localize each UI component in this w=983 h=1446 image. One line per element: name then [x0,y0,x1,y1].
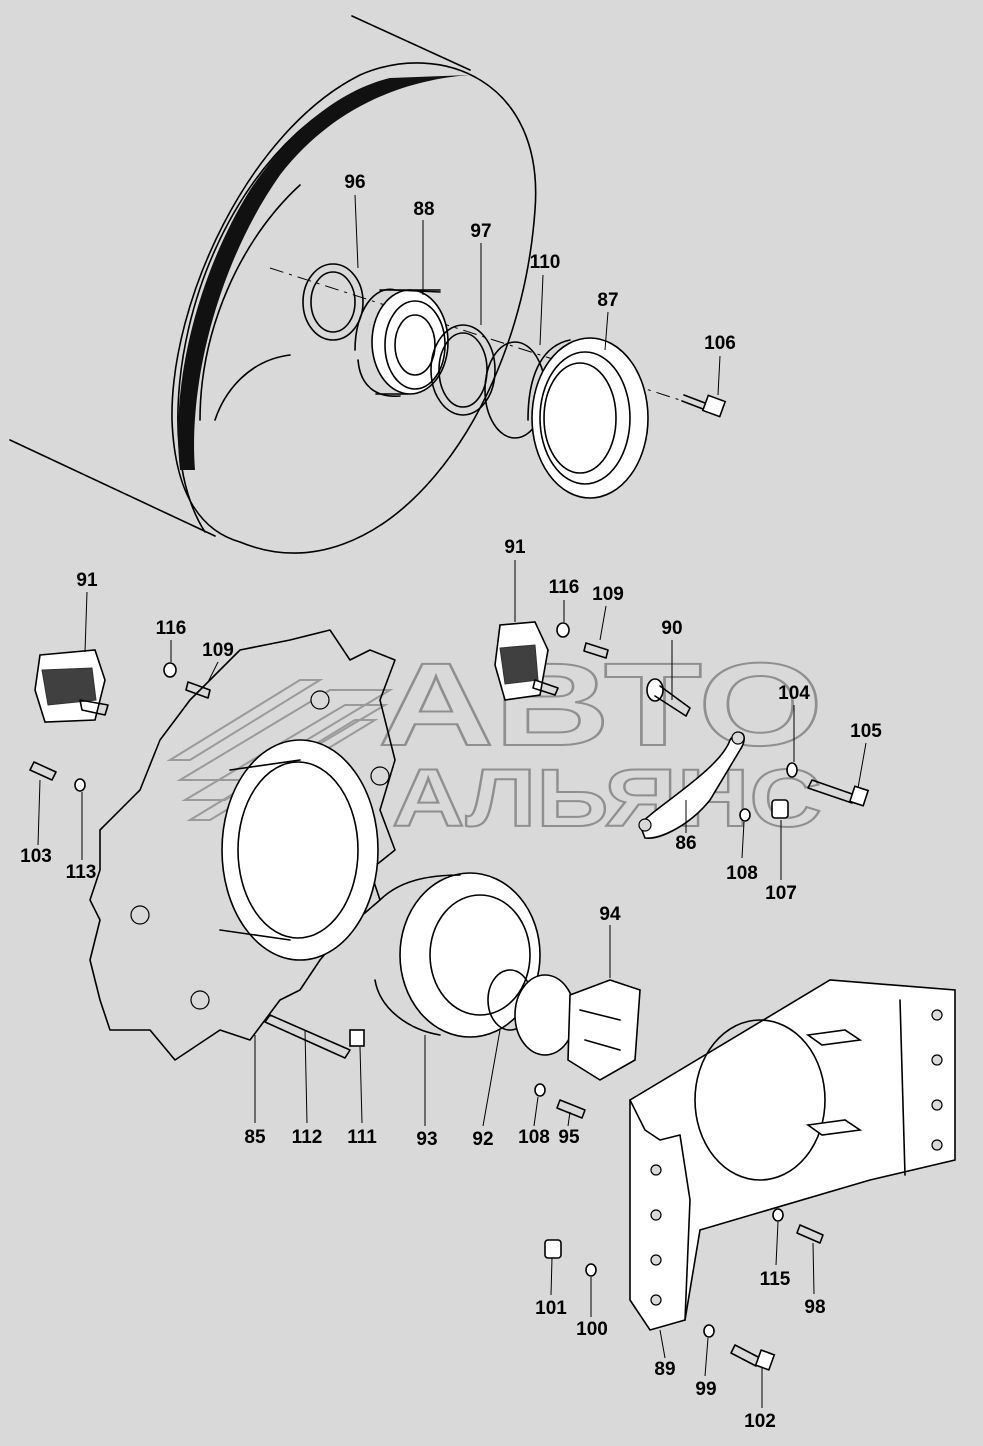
label-89: 89 [654,1359,675,1380]
label-92: 92 [472,1129,493,1150]
part-103-bolt [29,761,57,781]
part-102-bolt [730,1344,776,1371]
label-85: 85 [244,1127,266,1148]
label-93: 93 [416,1129,437,1150]
label-95: 95 [558,1127,580,1148]
label-109-left: 109 [202,640,234,661]
label-107: 107 [765,883,797,904]
part-90-pin [646,678,691,717]
label-90: 90 [661,618,682,639]
part-108-washer-right [739,808,751,822]
label-87: 87 [597,290,618,311]
part-85-sprocket [89,629,396,1061]
part-89-frame-bracket [629,979,956,1331]
part-113-washer [74,778,86,792]
part-86-link-plate [638,731,745,839]
label-111: 111 [347,1127,377,1148]
part-106-bolt [681,394,727,418]
part-94-hydraulic-motor [514,974,641,1081]
leader-lines [37,194,867,1408]
part-91-rubber-mount-right [494,621,559,701]
label-108-right: 108 [726,863,758,884]
label-103: 103 [20,846,52,867]
drum [9,15,537,554]
label-112: 112 [292,1127,323,1148]
label-110: 110 [530,252,561,273]
label-104: 104 [778,683,810,704]
label-116-left: 116 [156,618,187,639]
label-100: 100 [576,1319,608,1340]
label-86: 86 [675,833,696,854]
part-87-hub-flange [527,337,649,499]
label-98: 98 [804,1297,825,1318]
label-91-left: 91 [76,570,98,591]
label-115: 115 [760,1269,791,1290]
part-107-nut [771,799,789,819]
part-88-bearing [354,288,449,397]
part-105-bolt [807,779,870,807]
part-116-washer-right [556,622,570,638]
part-93-gear-hub [374,872,541,1038]
part-104-washer [786,762,798,778]
part-99-washer [703,1324,715,1338]
part-101-nut [544,1239,562,1259]
watermark-line-1: АВТО [378,639,823,771]
label-102: 102 [744,1411,776,1432]
part-112-cable-tie [264,1014,351,1059]
watermark: АВТО АЛЬЯНС [166,638,824,845]
part-96-snap-ring [302,263,364,341]
part-115-washer [772,1208,784,1222]
label-99: 99 [695,1379,716,1400]
label-91-right: 91 [504,537,526,558]
label-88: 88 [413,199,434,220]
part-116-washer-left [163,662,177,678]
watermark-line-2: АЛЬЯНС [392,753,822,844]
part-98-bolt [796,1224,824,1244]
part-108-washer-lower [534,1083,546,1097]
label-105: 105 [850,721,882,742]
part-100-washer [585,1263,597,1277]
part-111-clamp [349,1029,365,1047]
label-94: 94 [599,904,621,925]
label-96: 96 [344,172,365,193]
label-109-right: 109 [592,584,624,605]
part-labels: 96 88 97 110 87 106 91 116 109 103 113 9… [20,172,882,1432]
part-109-bolt-right [583,642,609,659]
label-97: 97 [470,221,491,242]
label-108-lower: 108 [518,1127,550,1148]
part-95-bolt [556,1099,586,1119]
label-113: 113 [66,862,97,883]
part-91-rubber-mount-left [34,649,109,723]
label-116-right: 116 [549,577,580,598]
label-101: 101 [535,1298,567,1319]
label-106: 106 [704,333,736,354]
